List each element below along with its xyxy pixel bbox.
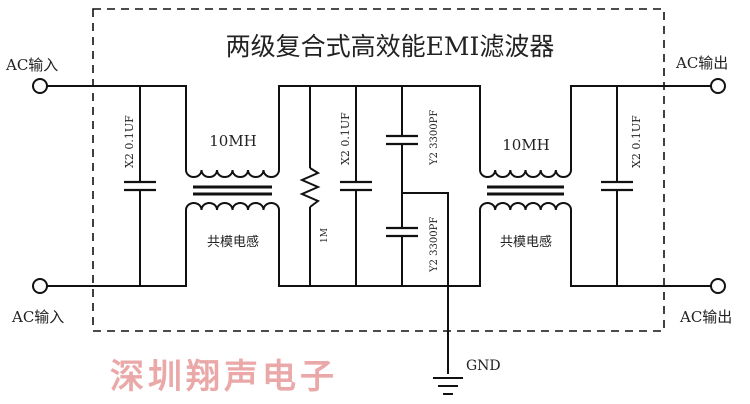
- diagram-title: 两级复合式高效能EMI滤波器: [226, 32, 555, 61]
- watermark: 深圳翔声电子: [110, 357, 338, 397]
- choke1-name-label: 共模电感: [207, 234, 259, 250]
- terminal-circle: [32, 78, 48, 94]
- capacitor-cx1: [124, 180, 156, 192]
- cy-top-label: Y2 3300PF: [429, 110, 440, 166]
- terminal-circle: [710, 78, 726, 94]
- choke2-name-label: 共模电感: [500, 234, 552, 250]
- gnd-label: GND: [466, 358, 501, 374]
- filter-enclosure: [92, 8, 665, 332]
- input-bottom-label: AC输入: [11, 308, 64, 326]
- output-bottom-label: AC输出: [679, 308, 732, 326]
- choke1-value-label: 10MH: [209, 132, 257, 150]
- cy-bottom-label: Y2 3300PF: [429, 217, 440, 273]
- terminal-circle: [710, 278, 726, 294]
- cx3-label: X2 0.1UF: [630, 115, 643, 168]
- terminal-circle: [32, 278, 48, 294]
- capacitor-cy-top: [386, 134, 418, 146]
- resistor-1m: [299, 167, 321, 208]
- input-terminals: AC输入 AC输入: [5, 56, 64, 326]
- capacitor-cx2: [340, 180, 372, 192]
- wires: [47, 85, 711, 374]
- output-terminals: AC输出 AC输出: [675, 54, 732, 326]
- capacitor-cx3: [601, 180, 633, 192]
- cx1-label: X2 0.1UF: [123, 115, 136, 168]
- capacitor-cy-bottom: [386, 226, 418, 238]
- common-mode-choke-2: [479, 169, 573, 211]
- ground-symbol: GND: [433, 358, 501, 395]
- common-mode-choke-1: [185, 169, 280, 211]
- output-top-label: AC输出: [675, 54, 728, 72]
- choke2-value-label: 10MH: [502, 136, 550, 154]
- cx2-label: X2 0.1UF: [339, 112, 352, 165]
- input-top-label: AC输入: [5, 56, 58, 74]
- resistor-label: 1M: [320, 228, 330, 243]
